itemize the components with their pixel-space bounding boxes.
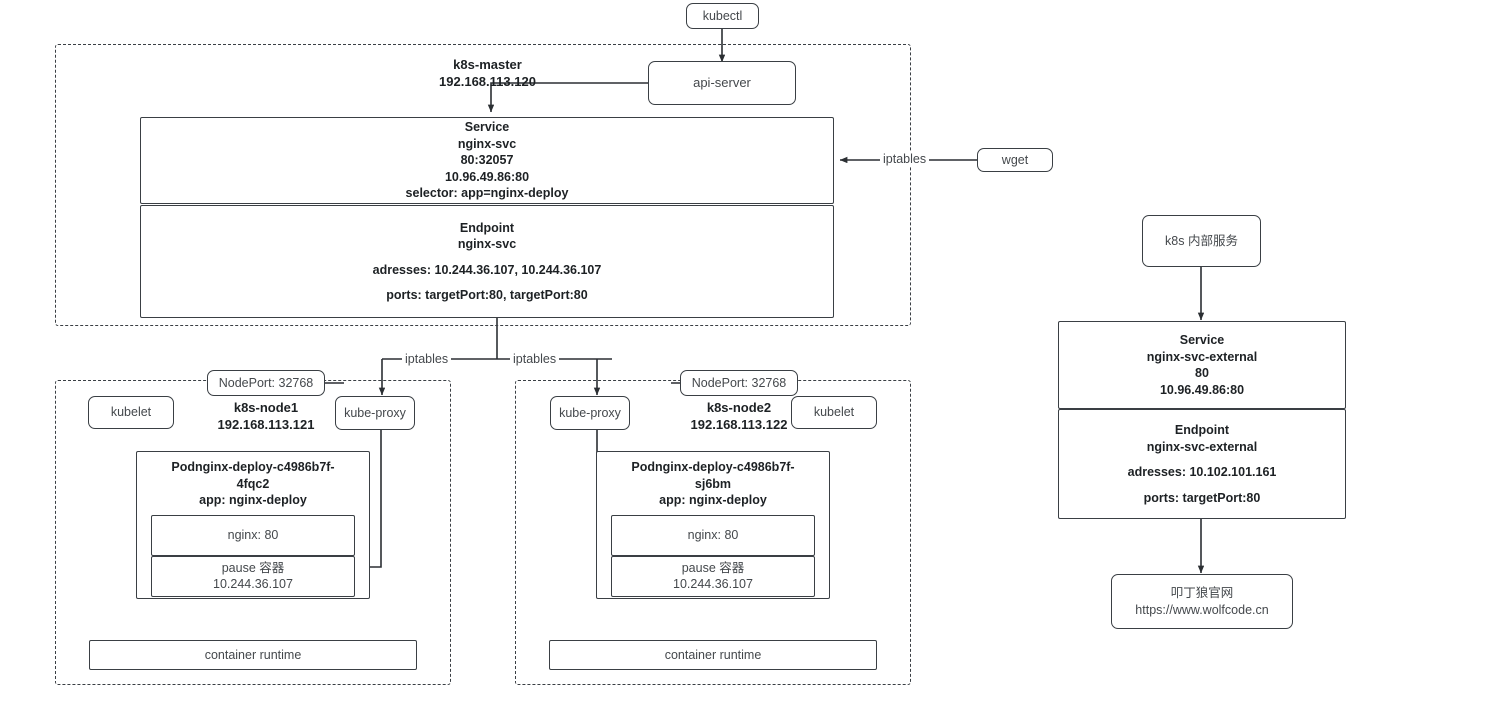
node1-container-pause[interactable]: pause 容器 10.244.36.107 [151,555,355,597]
kubectl-box[interactable]: kubectl [686,3,759,29]
iptables-label-node1: iptables [402,352,452,366]
wget-label: wget [1001,152,1029,167]
node1-container-nginx-label: nginx: 80 [227,527,279,542]
node2-pod-title-2: sj6bm [694,476,732,491]
node2-container-pause-label: pause 容器 [681,560,745,575]
api-server-label: api-server [693,75,751,91]
service-name: nginx-svc [457,136,517,151]
k8s-master-label: k8s-master 192.168.113.120 [380,56,595,90]
node1-nodeport-box[interactable]: NodePort: 32768 [207,370,325,396]
endpoint-external-title: Endpoint [1174,423,1230,437]
node2-nodeport-box[interactable]: NodePort: 32768 [680,370,798,396]
node2-pod-app: app: nginx-deploy [659,493,767,507]
endpoint-addresses: adresses: 10.244.36.107, 10.244.36.107 [372,262,602,277]
k8s-internal-service-label: k8s 内部服务 [1165,233,1238,248]
node2-kubelet-label: kubelet [813,405,855,420]
node2-nodeport-label: NodePort: 32768 [691,375,787,390]
service-external-cluster-ip: 10.96.49.86:80 [1159,382,1245,397]
node1-container-pause-label: pause 容器 [221,560,285,575]
node2-container-pause-ip: 10.244.36.107 [673,577,753,591]
k8s-master-region [55,44,911,326]
node2-kube-proxy-label: kube-proxy [559,405,621,420]
endpoint-external-addresses: adresses: 10.102.101.161 [1127,465,1277,479]
k8s-node2-ip: 192.168.113.122 [690,417,788,433]
k8s-master-name: k8s-master [453,57,522,72]
node2-container-nginx[interactable]: nginx: 80 [611,514,815,556]
k8s-node2-name: k8s-node2 [706,400,772,415]
k8s-internal-service-box[interactable]: k8s 内部服务 [1142,215,1261,267]
k8s-master-ip: 192.168.113.120 [439,74,536,90]
iptables-label-wget: iptables [880,152,930,166]
node2-kubelet-box[interactable]: kubelet [791,396,877,429]
node2-pod-box[interactable]: Podnginx-deploy-c4986b7f- sj6bm app: ngi… [596,451,830,599]
wolfcode-site-box[interactable]: 叩丁狼官网 https://www.wolfcode.cn [1111,574,1293,629]
endpoint-external-box[interactable]: Endpoint nginx-svc-external adresses: 10… [1058,409,1346,519]
node1-pod-box[interactable]: Podnginx-deploy-c4986b7f- 4fqc2 app: ngi… [136,451,370,599]
k8s-node1-ip: 192.168.113.121 [217,417,315,433]
service-box[interactable]: Service nginx-svc 80:32057 10.96.49.86:8… [140,117,834,204]
k8s-node1-label: k8s-node1 192.168.113.121 [196,399,336,433]
service-external-title: Service [1179,333,1225,347]
node2-container-runtime-label: container runtime [664,647,762,662]
service-external-port: 80 [1195,366,1209,380]
node2-pod-title-1: Podnginx-deploy-c4986b7f- [631,460,795,474]
node1-pod-title-2: 4fqc2 [236,476,270,491]
node1-kubelet-label: kubelet [110,405,152,420]
node1-container-runtime-box[interactable]: container runtime [89,640,417,670]
service-ports: 80:32057 [460,153,514,168]
service-selector: selector: app=nginx-deploy [405,186,569,201]
wolfcode-site-url: https://www.wolfcode.cn [1135,602,1269,617]
kubectl-label: kubectl [702,8,743,23]
endpoint-external-name: nginx-svc-external [1146,439,1258,454]
endpoint-external-ports: ports: targetPort:80 [1143,490,1261,505]
endpoint-ports: ports: targetPort:80, targetPort:80 [386,288,588,302]
service-external-box[interactable]: Service nginx-svc-external 80 10.96.49.8… [1058,321,1346,409]
endpoint-name: nginx-svc [457,237,517,251]
iptables-label-node2: iptables [510,352,560,366]
node2-container-runtime-box[interactable]: container runtime [549,640,877,670]
node1-kubelet-box[interactable]: kubelet [88,396,174,429]
wolfcode-site-name: 叩丁狼官网 [1170,586,1234,600]
api-server-box[interactable]: api-server [648,61,796,105]
endpoint-box[interactable]: Endpoint nginx-svc adresses: 10.244.36.1… [140,205,834,318]
node1-kube-proxy-box[interactable]: kube-proxy [335,396,415,430]
service-title: Service [464,120,510,135]
node1-container-runtime-label: container runtime [204,647,302,662]
node1-container-pause-ip: 10.244.36.107 [213,577,293,591]
k8s-node1-name: k8s-node1 [233,400,299,415]
node1-pod-app: app: nginx-deploy [199,493,307,507]
service-external-name: nginx-svc-external [1146,349,1258,364]
node1-container-nginx[interactable]: nginx: 80 [151,514,355,556]
endpoint-title: Endpoint [459,220,515,235]
service-cluster-ip: 10.96.49.86:80 [444,169,530,184]
node2-kube-proxy-box[interactable]: kube-proxy [550,396,630,430]
node2-container-pause[interactable]: pause 容器 10.244.36.107 [611,555,815,597]
node1-pod-title-1: Podnginx-deploy-c4986b7f- [171,460,335,474]
node1-nodeport-label: NodePort: 32768 [218,375,314,390]
node2-container-nginx-label: nginx: 80 [687,527,739,542]
node1-kube-proxy-label: kube-proxy [344,405,406,420]
k8s-node2-label: k8s-node2 192.168.113.122 [669,399,809,433]
wget-box[interactable]: wget [977,148,1053,172]
